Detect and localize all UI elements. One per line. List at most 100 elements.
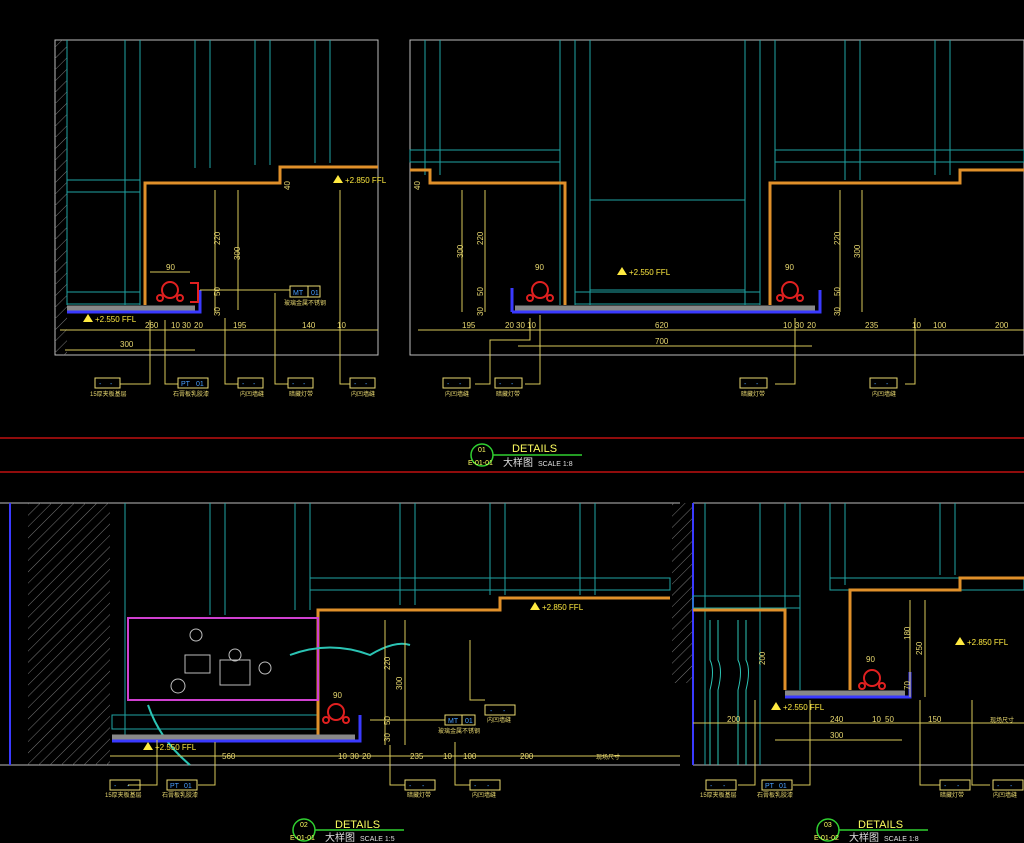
svg-text:-: - bbox=[354, 381, 357, 388]
dim-label: 50 bbox=[476, 287, 485, 296]
material-tag: --15厚夹板基层 bbox=[700, 779, 737, 799]
svg-text:-: - bbox=[744, 381, 747, 388]
svg-text:E-01-02: E-01-02 bbox=[814, 835, 839, 842]
dim-label: 70 bbox=[903, 681, 912, 690]
dim-label: 50 bbox=[833, 287, 842, 296]
svg-text:-: - bbox=[997, 783, 1000, 790]
svg-text:暗藏灯带: 暗藏灯带 bbox=[940, 791, 964, 799]
svg-text:-: - bbox=[447, 381, 450, 388]
material-tag-mt: MT 01 玻璃金属不锈钢 bbox=[284, 285, 326, 307]
svg-text:内凹墙缝: 内凹墙缝 bbox=[445, 390, 469, 398]
svg-text:SCALE 1:8: SCALE 1:8 bbox=[538, 461, 573, 468]
svg-text:DETAILS: DETAILS bbox=[335, 819, 380, 831]
svg-text:-: - bbox=[474, 783, 477, 790]
dim-label: 30 bbox=[516, 321, 525, 330]
svg-text:玻璃金属不锈钢: 玻璃金属不锈钢 bbox=[284, 299, 326, 307]
dim-label: 10 bbox=[872, 715, 881, 724]
light-fixture-icon bbox=[156, 281, 184, 302]
elevation-marker-icon bbox=[143, 742, 153, 750]
svg-text:DETAILS: DETAILS bbox=[858, 819, 903, 831]
dim-label: 90 bbox=[785, 263, 794, 272]
elevation-label: +2.850 FFL bbox=[967, 638, 1009, 647]
svg-text:PT: PT bbox=[170, 783, 180, 790]
detail-panel-3: 90 220 300 50 30 560 10 30 20 235 10 100… bbox=[0, 502, 680, 799]
dim-label: 30 bbox=[833, 307, 842, 316]
dim-label: 235 bbox=[410, 752, 424, 761]
dim-label: 300 bbox=[395, 676, 404, 690]
dim-label: 20 bbox=[505, 321, 514, 330]
svg-text:-: - bbox=[422, 783, 425, 790]
svg-text:-: - bbox=[957, 783, 960, 790]
svg-text:-: - bbox=[459, 381, 462, 388]
dim-label: 180 bbox=[903, 626, 912, 640]
detail-title-02: 02 E-01-01 DETAILS 大样图 SCALE 1:5 bbox=[290, 818, 404, 843]
svg-text:02: 02 bbox=[300, 822, 308, 829]
dim-label: 90 bbox=[166, 263, 175, 272]
dim-label: 30 bbox=[476, 307, 485, 316]
svg-text:01: 01 bbox=[311, 290, 319, 297]
light-fixture-icon bbox=[322, 703, 350, 724]
dim-label: 10 bbox=[337, 321, 346, 330]
material-tag: --暗藏灯带 bbox=[494, 377, 523, 398]
svg-text:-: - bbox=[503, 708, 506, 715]
svg-text:03: 03 bbox=[824, 822, 832, 829]
svg-text:MT: MT bbox=[293, 290, 304, 297]
svg-text:PT: PT bbox=[765, 783, 775, 790]
dim-label: 100 bbox=[463, 752, 477, 761]
dim-label: 100 bbox=[933, 321, 947, 330]
dim-label: 620 bbox=[655, 321, 669, 330]
dim-label: 40 bbox=[413, 181, 422, 190]
dim-label: 10 bbox=[912, 321, 921, 330]
dim-label: 140 bbox=[302, 321, 316, 330]
svg-text:-: - bbox=[114, 783, 117, 790]
dim-label: 50 bbox=[885, 715, 894, 724]
elevation-marker-icon bbox=[955, 637, 965, 645]
svg-text:-: - bbox=[110, 381, 113, 388]
dim-label: 200 bbox=[995, 321, 1009, 330]
dim-label: 20 bbox=[807, 321, 816, 330]
svg-text:PT: PT bbox=[181, 381, 191, 388]
svg-text:-: - bbox=[242, 381, 245, 388]
dim-label: 200 bbox=[727, 715, 741, 724]
material-tag: --内凹墙缝 bbox=[349, 377, 376, 398]
svg-text:SCALE 1:5: SCALE 1:5 bbox=[360, 836, 395, 843]
site-dimension-label: 现场尺寸 bbox=[990, 716, 1014, 724]
dim-label: 700 bbox=[655, 337, 669, 346]
material-tag: --暗藏灯带 bbox=[939, 779, 971, 799]
material-tag: - - 内凹墙缝 bbox=[442, 377, 471, 398]
svg-text:-: - bbox=[303, 381, 306, 388]
svg-text:-: - bbox=[499, 381, 502, 388]
svg-text:-: - bbox=[490, 708, 493, 715]
elevation-label: +2.850 FFL bbox=[345, 176, 387, 185]
elevation-marker-icon bbox=[333, 175, 343, 183]
material-tag: --15厚夹板基层 bbox=[105, 779, 142, 799]
dim-label: 300 bbox=[456, 244, 465, 258]
dim-label: 10 bbox=[443, 752, 452, 761]
dim-label: 40 bbox=[283, 181, 292, 190]
dim-label: 90 bbox=[866, 655, 875, 664]
svg-text:15厚夹板基层: 15厚夹板基层 bbox=[105, 791, 142, 799]
svg-text:15厚夹板基层: 15厚夹板基层 bbox=[90, 390, 127, 398]
svg-text:内凹墙缝: 内凹墙缝 bbox=[487, 716, 511, 724]
svg-text:-: - bbox=[886, 381, 889, 388]
svg-text:石膏板乳胶漆: 石膏板乳胶漆 bbox=[757, 791, 793, 799]
dim-label: 10 bbox=[527, 321, 536, 330]
dim-label: 50 bbox=[213, 287, 222, 296]
dim-label: 150 bbox=[928, 715, 942, 724]
elevation-marker-icon bbox=[617, 267, 627, 275]
svg-text:-: - bbox=[1010, 783, 1013, 790]
svg-text:01: 01 bbox=[478, 447, 486, 454]
light-fixture-icon bbox=[776, 281, 804, 302]
svg-text:-: - bbox=[365, 381, 368, 388]
dim-label: 300 bbox=[853, 244, 862, 258]
svg-text:石膏板乳胶漆: 石膏板乳胶漆 bbox=[173, 390, 209, 398]
dim-label: 30 bbox=[795, 321, 804, 330]
dim-label: 250 bbox=[915, 641, 924, 655]
dim-label: 30 bbox=[182, 321, 191, 330]
svg-text:-: - bbox=[723, 783, 726, 790]
svg-text:-: - bbox=[253, 381, 256, 388]
material-tag: - -内凹墙缝 bbox=[484, 704, 516, 724]
dim-label: 90 bbox=[535, 263, 544, 272]
